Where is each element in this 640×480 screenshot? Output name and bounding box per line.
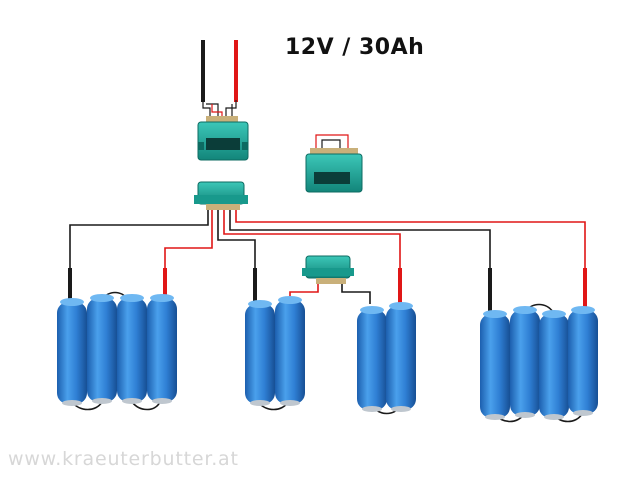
battery-cell	[245, 300, 275, 406]
main-output-leads	[201, 40, 238, 120]
battery-cell	[357, 306, 387, 412]
cell-group-3	[357, 302, 416, 412]
battery-cell	[386, 302, 416, 412]
voltage-capacity-title: 12V / 30Ah	[285, 35, 425, 60]
cell-group-2	[245, 296, 305, 406]
battery-cell	[57, 298, 87, 406]
cell-group-1	[57, 294, 177, 406]
battery-cell	[539, 310, 569, 420]
connector-spare	[305, 134, 363, 193]
cell-group-leads	[68, 268, 587, 316]
connector-main-female	[197, 116, 249, 161]
battery-cell	[275, 296, 305, 406]
main-positive-lead	[234, 40, 238, 102]
connector-middle	[289, 255, 371, 304]
battery-cell	[147, 294, 177, 404]
battery-cell	[510, 306, 540, 418]
battery-cell	[480, 310, 510, 420]
battery-cell	[87, 294, 117, 404]
cell-group-4	[480, 306, 598, 420]
battery-cell	[568, 306, 598, 416]
main-negative-lead	[201, 40, 205, 102]
watermark-text: www.kraeuterbutter.at	[8, 448, 239, 470]
branch-wires	[69, 210, 586, 270]
connector-branch	[194, 181, 248, 210]
battery-cell	[117, 294, 147, 404]
